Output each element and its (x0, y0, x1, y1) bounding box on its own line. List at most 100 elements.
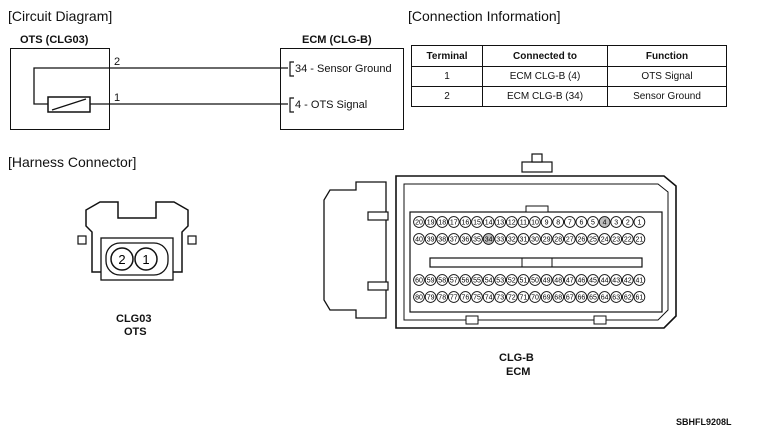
ecm-pin-66 (575, 291, 588, 303)
ecm-pin-76 (459, 291, 472, 303)
ecm-pin-label: 14 (485, 219, 493, 226)
ecm-pin-26 (575, 233, 588, 245)
ecm-pin-70 (529, 291, 541, 303)
ecm-pin-31 (517, 233, 530, 245)
ots-pin-1-circle (134, 247, 158, 271)
ecm-pin-label: 9 (545, 219, 549, 226)
ecm-pin-62 (621, 291, 634, 303)
ecm-pin-79 (424, 291, 437, 303)
ecm-pin-64 (598, 291, 611, 303)
ots-side-tab-left (77, 235, 87, 245)
ecm-pin-label: 15 (473, 219, 481, 226)
ecm-pin-60 (413, 274, 425, 286)
ecm-pin-label: 19 (427, 219, 435, 226)
ecm-pin-label: 28 (554, 236, 562, 243)
ecm-pin-label: 12 (508, 219, 516, 226)
ecm-pin-4-label: 4 - OTS Signal (295, 99, 368, 111)
ecm-pin-label: 56 (462, 277, 470, 284)
ecm-pin-label: 16 (462, 219, 470, 226)
ecm-pin-label: 35 (473, 236, 481, 243)
ecm-top-latch-knob (531, 153, 543, 163)
ecm-pin-label: 52 (508, 277, 516, 284)
ots-pin-2-number: 2 (118, 252, 125, 267)
ecm-top-key (525, 205, 549, 213)
ecm-pin-39 (424, 233, 437, 245)
ecm-pin-80 (413, 291, 425, 303)
ecm-pin-label: 45 (589, 277, 597, 284)
ecm-pin-4 (598, 216, 611, 228)
ecm-pin-label: 55 (473, 277, 481, 284)
ecm-pin-label: 77 (450, 294, 458, 301)
ecm-pin-bracket-4 (289, 97, 294, 113)
ecm-pin-2 (621, 216, 634, 228)
ecm-pin-10 (529, 216, 541, 228)
ecm-pin-label: 44 (601, 277, 609, 284)
ecm-pin-label: 23 (612, 236, 620, 243)
ecm-pin-label: 63 (612, 294, 620, 301)
ecm-pin-label: 72 (508, 294, 516, 301)
ecm-pin-54 (482, 274, 495, 286)
ecm-pin-label: 59 (427, 277, 435, 284)
circuit-diagram-title: [Circuit Diagram] (8, 8, 113, 24)
ecm-pin-label: 25 (589, 236, 597, 243)
ecm-pin-label: 41 (636, 277, 644, 284)
ecm-pin-5 (587, 216, 599, 228)
ecm-pin-label: 66 (578, 294, 586, 301)
ecm-pin-21 (633, 233, 646, 245)
ecm-box (280, 48, 404, 130)
ecm-pin-label: 5 (591, 219, 595, 226)
ots-pin-2-label: 2 (114, 56, 121, 68)
ecm-flange-tab-top (367, 211, 389, 221)
ecm-pin-label: 73 (496, 294, 504, 301)
ecm-pin-24 (598, 233, 611, 245)
ecm-pin-label: 74 (485, 294, 493, 301)
ecm-pin-label: 64 (601, 294, 609, 301)
ecm-pin-46 (575, 274, 588, 286)
ecm-pin-1 (633, 216, 646, 228)
ots-internal-wire-2 (33, 67, 110, 105)
figure-code: SBHFL9208L (676, 417, 732, 427)
ecm-pin-label: 47 (566, 277, 574, 284)
ecm-pin-label: 33 (496, 236, 504, 243)
ecm-pin-61 (633, 291, 646, 303)
ecm-pin-label: 4 (603, 219, 607, 226)
ecm-pin-label: 34 (485, 236, 493, 243)
ecm-pin-47 (563, 274, 576, 286)
ecm-pin-label: 1 (637, 219, 641, 226)
ots-pin-1-number: 1 (142, 252, 149, 267)
ecm-pin-36 (459, 233, 472, 245)
ecm-pin-9 (540, 216, 553, 228)
ecm-pin-label: 38 (438, 236, 446, 243)
ecm-pin-label: 10 (531, 219, 539, 226)
ecm-pin-13 (494, 216, 507, 228)
ecm-pin-label: 43 (612, 277, 620, 284)
ecm-pin-14 (482, 216, 495, 228)
ecm-bottom-clip-left (465, 315, 479, 325)
ecm-pin-48 (552, 274, 565, 286)
ecm-pin-label: 40 (415, 236, 423, 243)
ecm-pin-label: 7 (568, 219, 572, 226)
ecm-pin-label: 3 (614, 219, 618, 226)
ecm-pin-label: 29 (543, 236, 551, 243)
ecm-pin-55 (471, 274, 483, 286)
ecm-pin-42 (621, 274, 634, 286)
ecm-pin-27 (563, 233, 576, 245)
ecm-pin-label: 26 (578, 236, 586, 243)
ecm-pin-label: 30 (531, 236, 539, 243)
ecm-pin-53 (494, 274, 507, 286)
connection-table: Terminal Connected to Function 1 ECM CLG… (411, 45, 727, 107)
ecm-pin-label: 71 (520, 294, 528, 301)
ecm-pin-label: 54 (485, 277, 493, 284)
ecm-pin-label: 36 (462, 236, 470, 243)
ecm-pin-label: 48 (554, 277, 562, 284)
cell-connected-to: ECM CLG-B (34) (482, 86, 608, 107)
ecm-pin-45 (587, 274, 599, 286)
ecm-pin-51 (517, 274, 530, 286)
ecm-connector-name: ECM (506, 366, 531, 378)
ecm-pin-33 (494, 233, 507, 245)
ecm-bottom-clip-right (593, 315, 607, 325)
ecm-pin-67 (563, 291, 576, 303)
ecm-pin-label: 18 (438, 219, 446, 226)
